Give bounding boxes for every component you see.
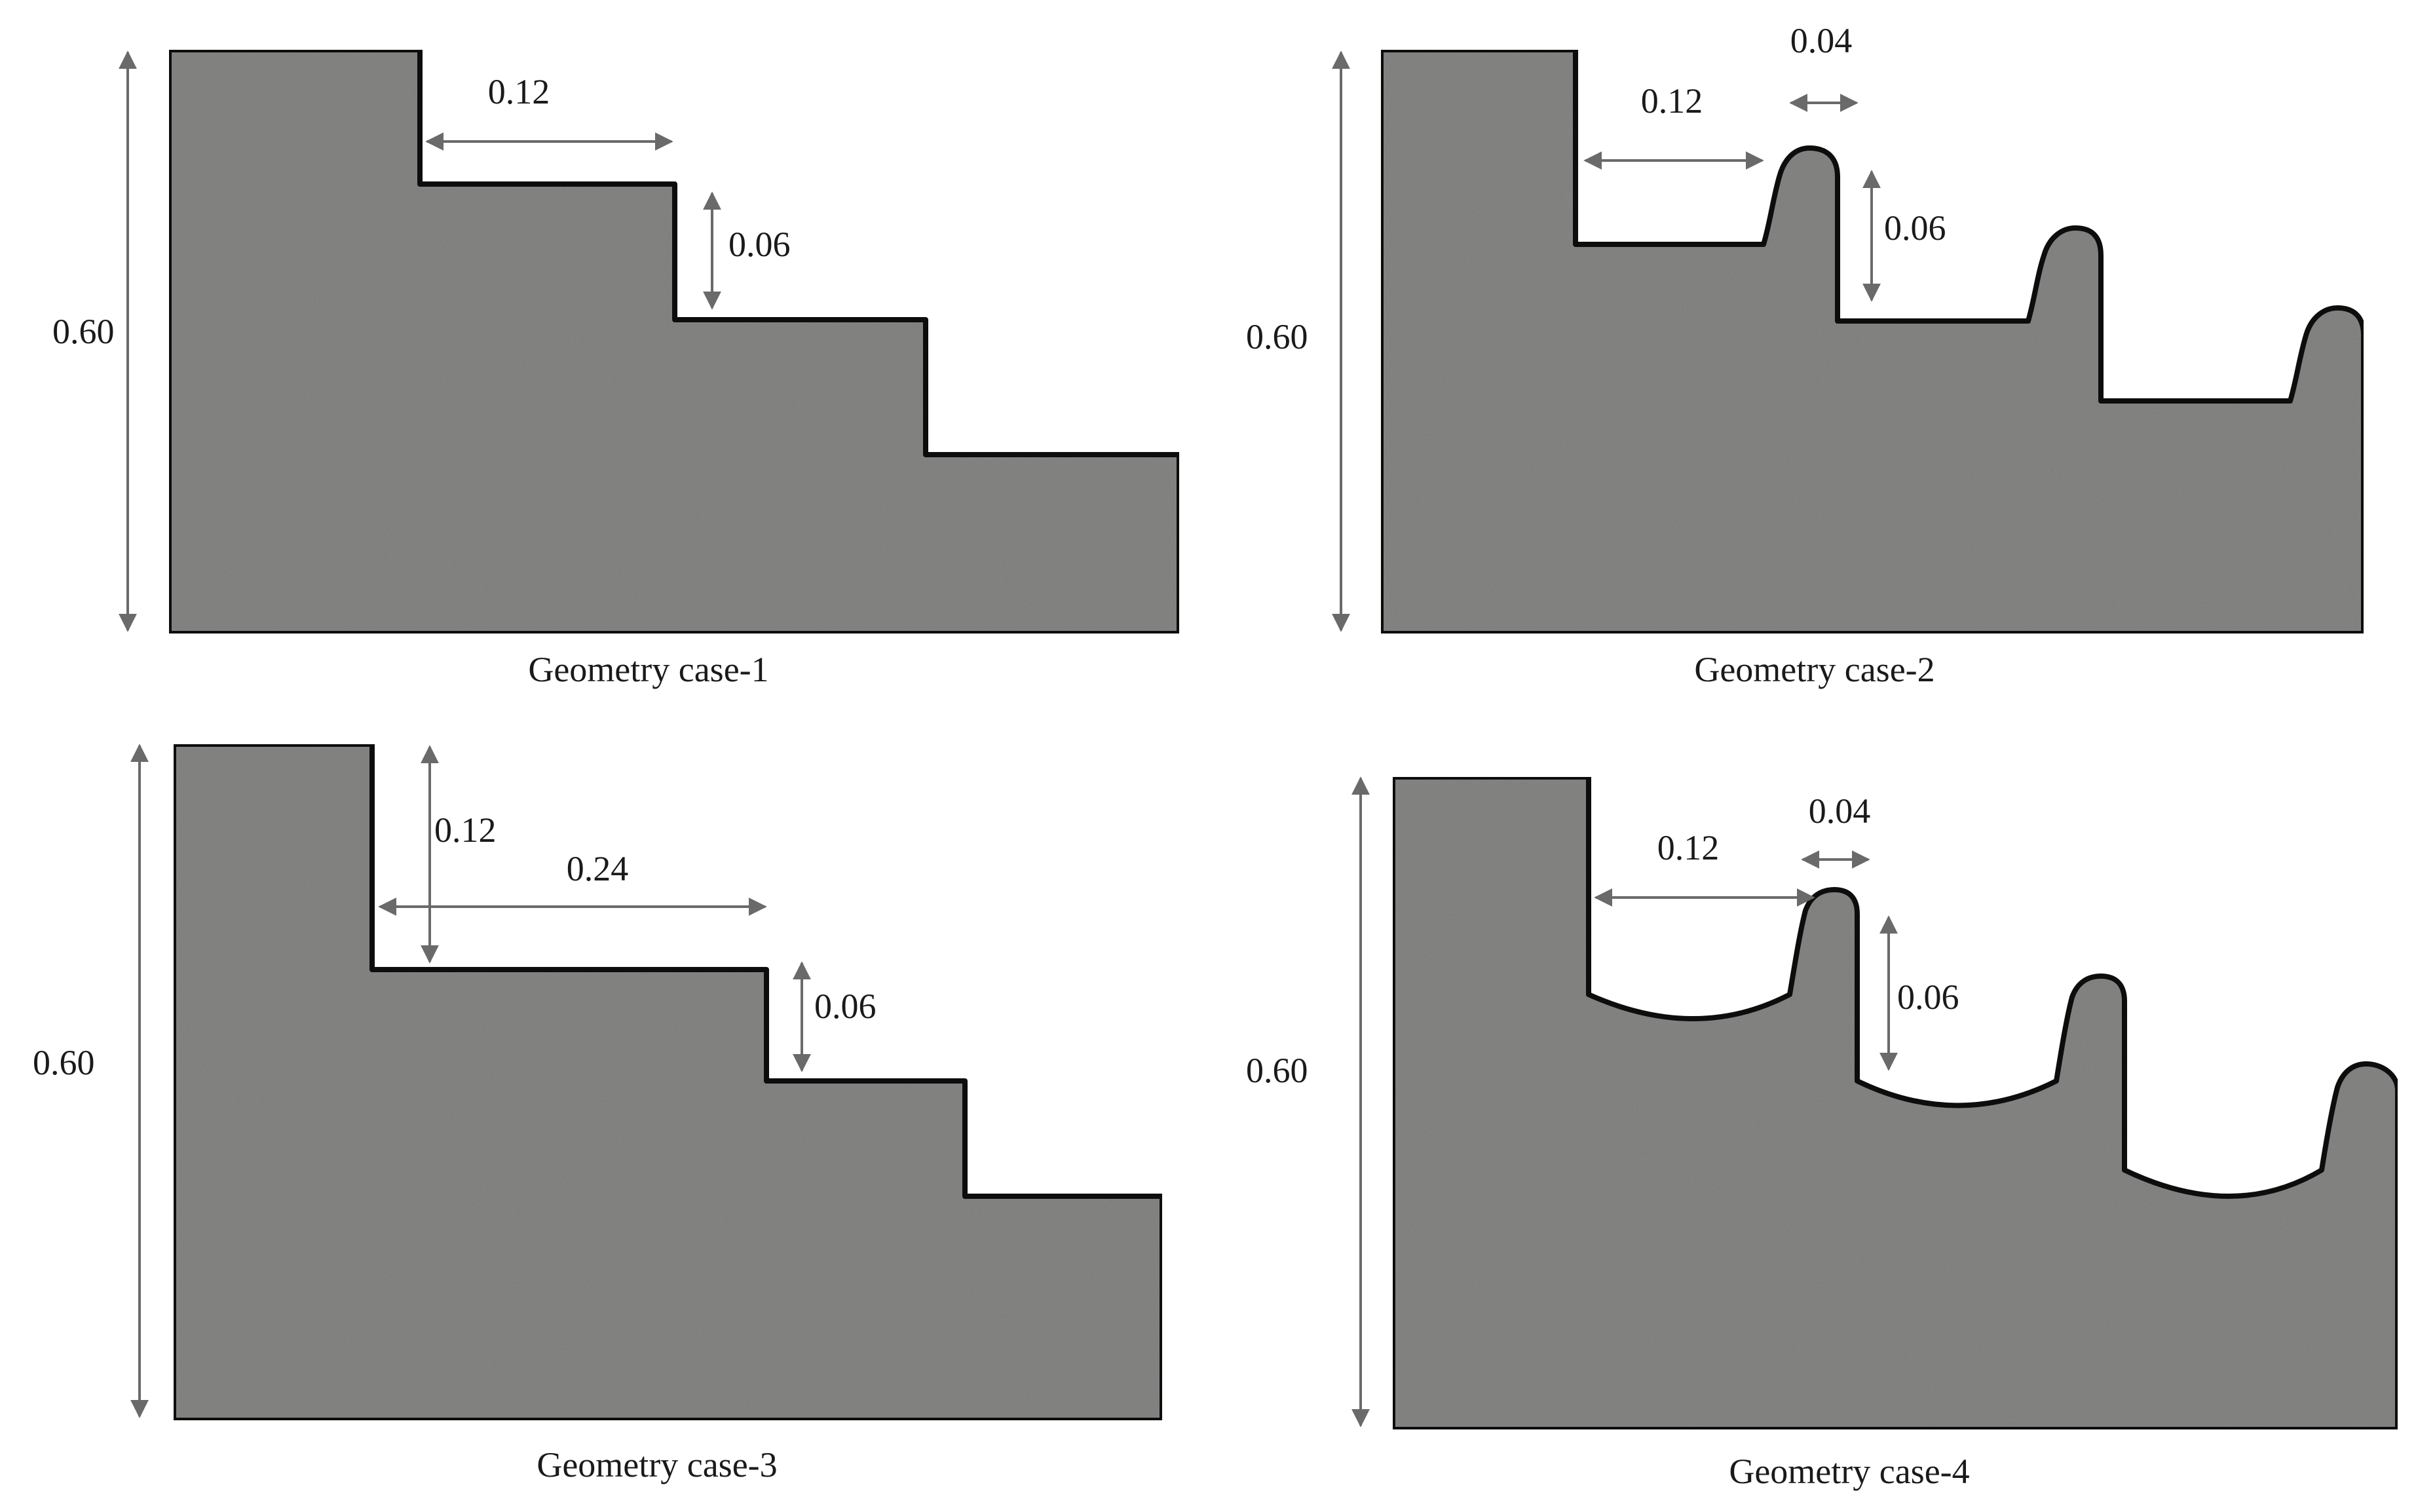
stepped-shape-case-1 [166, 47, 1182, 636]
step-width-label: 0.12 [1641, 81, 1703, 121]
stepped-shape-case-3 [171, 742, 1165, 1423]
panel-case-1: 0.60 0.12 0.06 Geometry case-1 [52, 47, 1182, 689]
height-label: 0.60 [1246, 317, 1308, 356]
step-height-label: 0.06 [814, 987, 877, 1026]
height-label: 0.60 [33, 1043, 95, 1082]
step-width-label: 0.24 [567, 849, 629, 888]
caption-case-3: Geometry case-3 [537, 1445, 777, 1484]
caption-case-2: Geometry case-2 [1694, 650, 1935, 689]
step-height-label: 0.06 [1897, 977, 1959, 1017]
bump-width-label: 0.04 [1809, 791, 1871, 831]
scalloped-shape-case-4 [1390, 774, 2400, 1432]
panel-case-3: 0.60 0.12 0.24 0.06 Geometry case-3 [33, 742, 1165, 1484]
height-label: 0.60 [1246, 1051, 1308, 1090]
bump-width-label: 0.04 [1790, 21, 1853, 60]
step-width-label: 0.12 [488, 72, 550, 111]
notched-shape-case-2 [1378, 47, 2366, 636]
step-depth-label: 0.12 [434, 810, 497, 850]
panel-case-4: 0.60 0.12 0.04 0.06 Geometry case-4 [1246, 774, 2400, 1491]
caption-case-4: Geometry case-4 [1729, 1452, 1969, 1491]
step-height-label: 0.06 [1884, 208, 1946, 248]
panel-case-2: 0.60 0.12 0.04 0.06 Geometry case-2 [1246, 21, 2366, 689]
height-label: 0.60 [52, 312, 115, 351]
caption-case-1: Geometry case-1 [528, 650, 768, 689]
step-height-label: 0.06 [728, 225, 791, 264]
step-width-label: 0.12 [1657, 828, 1720, 867]
